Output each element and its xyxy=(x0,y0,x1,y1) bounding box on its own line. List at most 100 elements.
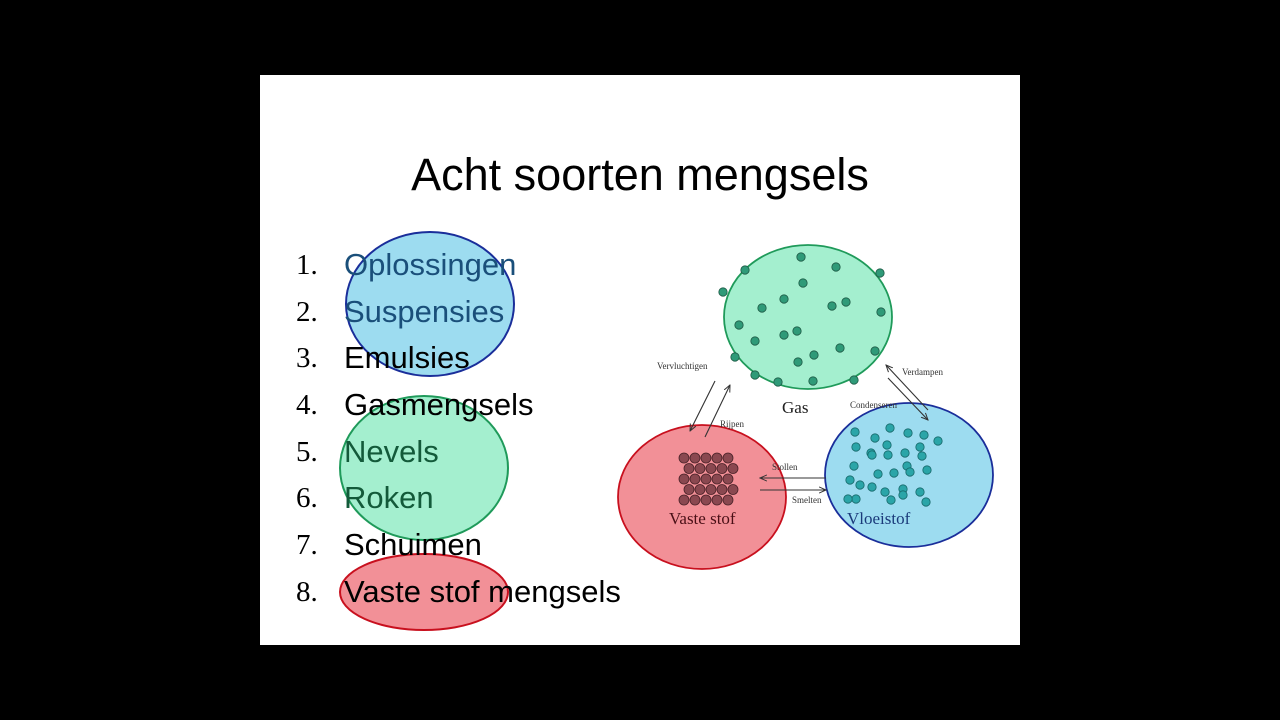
particle xyxy=(827,301,837,311)
sublimation-label: Vervluchtigen xyxy=(657,361,708,371)
particle xyxy=(683,484,695,495)
particle xyxy=(876,307,886,317)
particle xyxy=(757,303,767,313)
particle xyxy=(718,287,728,297)
list-number: 5. xyxy=(296,436,318,468)
particle xyxy=(779,330,789,340)
green-highlight-oval xyxy=(339,395,509,541)
particle xyxy=(919,430,929,440)
list-label: Oplossingen xyxy=(344,247,517,282)
particle xyxy=(705,463,717,474)
deposition-label: Rijpen xyxy=(720,419,744,429)
particle xyxy=(678,473,690,485)
particle xyxy=(727,463,739,474)
particle xyxy=(849,461,859,471)
particle xyxy=(809,350,819,360)
particle xyxy=(689,452,701,464)
particle xyxy=(922,465,932,475)
particle xyxy=(880,487,890,497)
particle xyxy=(915,442,925,452)
particle xyxy=(835,343,845,353)
particle xyxy=(900,448,910,458)
particle xyxy=(722,452,734,464)
list-label: Vaste stof mengsels xyxy=(344,574,621,609)
particle xyxy=(855,480,865,490)
particle xyxy=(843,494,853,504)
particle xyxy=(870,346,880,356)
condensation-arrow xyxy=(887,377,928,420)
particle xyxy=(700,452,712,464)
particle xyxy=(796,252,806,262)
slide: Acht soorten mengsels 1. Oplossingen 2. … xyxy=(260,75,1020,645)
particle xyxy=(700,494,712,506)
particle xyxy=(793,357,803,367)
particle xyxy=(905,467,915,477)
list-label: Nevels xyxy=(344,434,439,469)
melting-label: Smelten xyxy=(792,495,822,505)
particle xyxy=(903,428,913,438)
particle xyxy=(889,468,899,478)
sublimation-arrow xyxy=(690,380,716,431)
particle xyxy=(722,473,734,485)
list-label: Suspensies xyxy=(344,294,505,329)
particle xyxy=(705,484,717,495)
particle xyxy=(750,370,760,380)
particle xyxy=(875,268,885,278)
particle xyxy=(841,297,851,307)
particle xyxy=(750,336,760,346)
gas-particles xyxy=(718,252,886,387)
particle xyxy=(921,497,931,507)
particle xyxy=(711,452,723,464)
particle xyxy=(873,469,883,479)
particle xyxy=(851,494,861,504)
particle xyxy=(689,494,701,506)
particle xyxy=(689,473,701,485)
particle xyxy=(883,450,893,460)
list-label: Roken xyxy=(344,480,434,515)
list-number: 6. xyxy=(296,482,318,514)
gas-circle xyxy=(723,244,893,390)
mixture-list: 1. Oplossingen 2. Suspensies 3. Emulsies… xyxy=(260,75,1020,645)
particle xyxy=(798,278,808,288)
liquid-label: Vloeistof xyxy=(847,509,911,528)
particle xyxy=(933,436,943,446)
particle xyxy=(886,495,896,505)
list-label: Gasmengsels xyxy=(344,387,534,422)
particle xyxy=(885,423,895,433)
list-number: 1. xyxy=(296,249,318,281)
solid-particles xyxy=(678,452,739,506)
particle xyxy=(773,377,783,387)
particle xyxy=(727,484,739,495)
particle xyxy=(915,487,925,497)
solid-label: Vaste stof xyxy=(669,509,736,528)
slide-title: Acht soorten mengsels xyxy=(411,149,869,200)
particle xyxy=(700,473,712,485)
evaporation-arrow xyxy=(886,365,929,411)
particle xyxy=(683,463,695,474)
particle xyxy=(734,320,744,330)
particle xyxy=(917,451,927,461)
particle xyxy=(867,482,877,492)
condensation-label: Condenseren xyxy=(850,400,897,410)
list-label: Emulsies xyxy=(344,340,470,375)
deposition-arrow xyxy=(704,385,730,438)
red-highlight-oval xyxy=(339,553,509,631)
list-number: 2. xyxy=(296,296,318,328)
particle xyxy=(779,294,789,304)
particle xyxy=(711,494,723,506)
particle xyxy=(851,442,861,452)
blue-highlight-oval xyxy=(345,231,515,377)
particle xyxy=(808,376,818,386)
particle xyxy=(867,450,877,460)
particle xyxy=(716,463,728,474)
particle xyxy=(831,262,841,272)
liquid-particles xyxy=(843,423,943,507)
list-label: Schuimen xyxy=(344,527,482,562)
freezing-label: Stollen xyxy=(772,462,798,472)
list-number: 8. xyxy=(296,576,318,608)
particle xyxy=(792,326,802,336)
particle xyxy=(722,494,734,506)
particle xyxy=(870,433,880,443)
particle xyxy=(678,452,690,464)
particle xyxy=(694,484,706,495)
